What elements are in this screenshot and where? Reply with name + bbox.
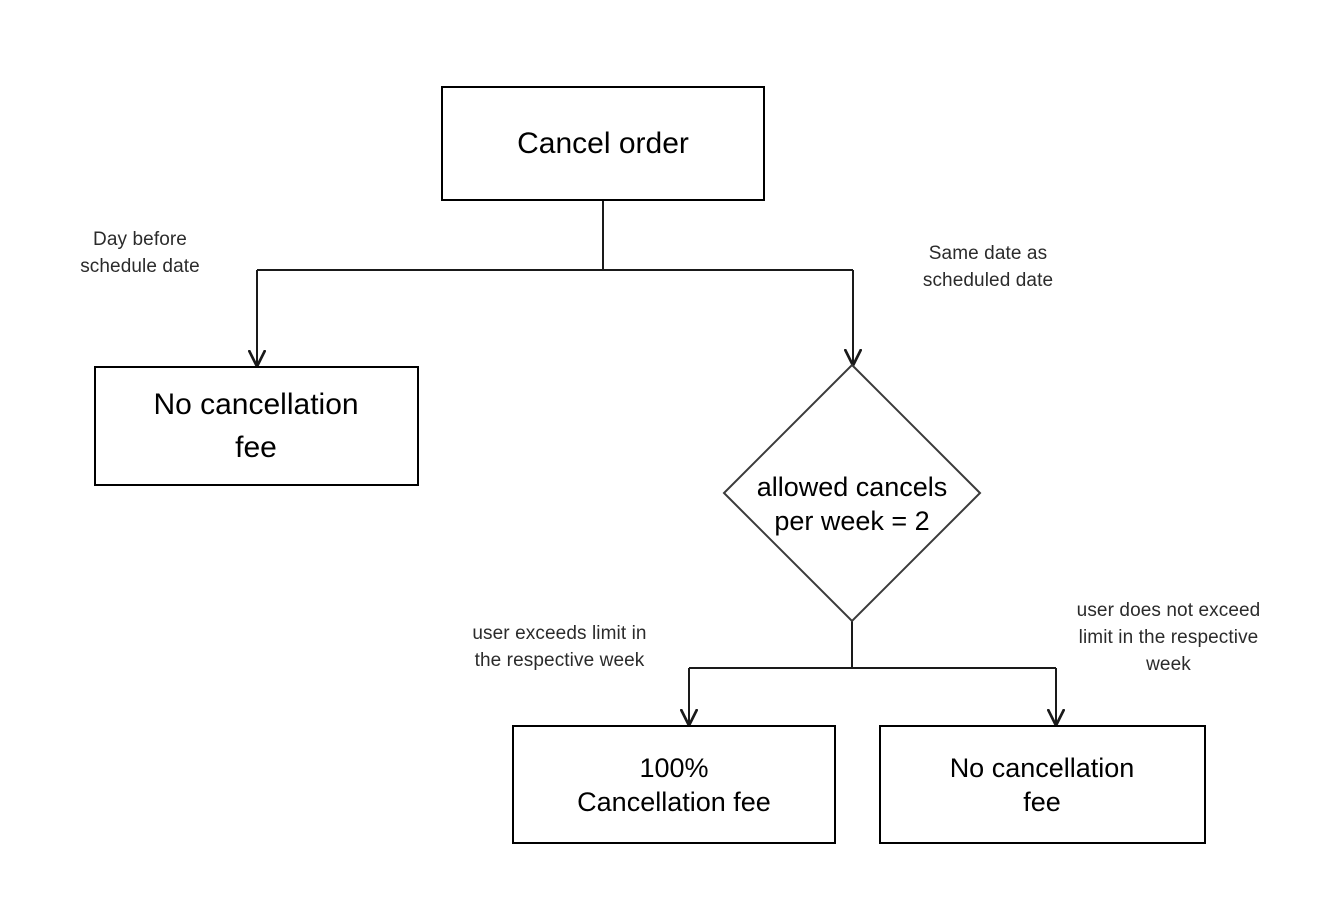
node-allowed-cancels-diamond	[722, 363, 982, 623]
node-no-cancellation-fee-right-line2: fee	[1023, 787, 1061, 817]
node-no-cancellation-fee-right-box	[879, 725, 1206, 844]
edge-cancel-order-bus	[257, 200, 853, 271]
node-full-cancellation-fee-line2: Cancellation fee	[577, 787, 771, 817]
node-no-cancellation-fee-left-line1: No cancellation	[153, 388, 358, 421]
node-full-cancellation-fee-line1: 100%	[639, 753, 708, 783]
node-allowed-cancels-decision[interactable]: allowed cancels per week = 2	[722, 363, 982, 623]
node-cancel-order-box	[441, 86, 765, 201]
node-allowed-cancels-line2: per week = 2	[774, 506, 929, 536]
edge-label-user-exceeds-limit: user exceeds limit in the respective wee…	[472, 623, 647, 671]
node-full-cancellation-fee[interactable]: 100% Cancellation fee	[512, 725, 836, 844]
edge-label-day-before-schedule-date: Day before schedule date	[80, 229, 200, 277]
node-cancel-order-label: Cancel order	[517, 127, 689, 160]
node-cancel-order[interactable]: Cancel order	[441, 86, 765, 201]
node-allowed-cancels-line1: allowed cancels	[757, 472, 948, 502]
node-no-cancellation-fee-right-line1: No cancellation	[950, 753, 1135, 783]
node-no-cancellation-fee-left-box	[94, 366, 419, 486]
node-full-cancellation-fee-box	[512, 725, 836, 844]
edge-diamond-bus	[689, 620, 1056, 669]
node-no-cancellation-fee-right[interactable]: No cancellation fee	[879, 725, 1206, 844]
node-no-cancellation-fee-left-line2: fee	[235, 431, 277, 464]
edge-label-same-date-as-scheduled-date: Same date as scheduled date	[922, 243, 1054, 291]
node-no-cancellation-fee-left[interactable]: No cancellation fee	[94, 366, 419, 486]
edge-label-user-does-not-exceed-limit: user does not exceed limit in the respec…	[1076, 600, 1261, 675]
